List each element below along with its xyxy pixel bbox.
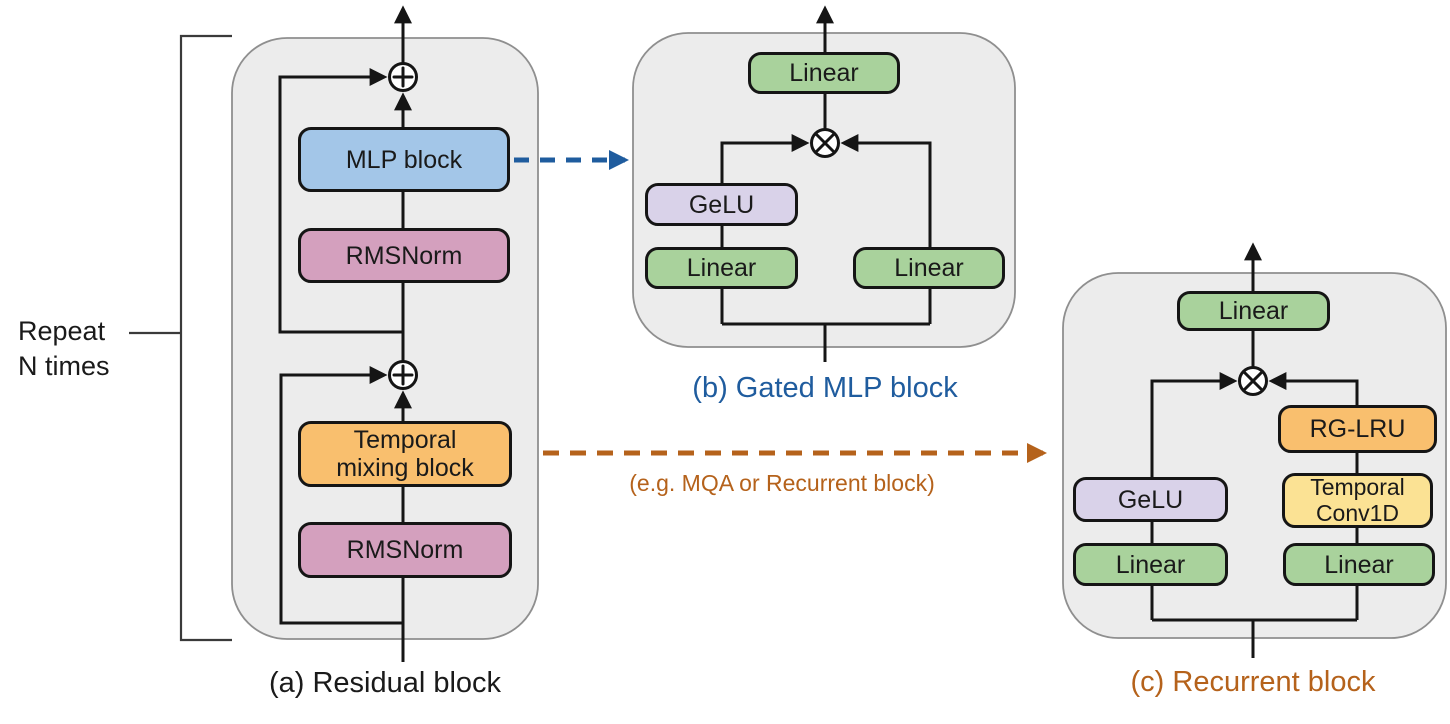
multiply-icon: [810, 128, 840, 158]
temporal-mixing-block-node: Temporal mixing block: [298, 421, 512, 487]
residual-block-caption: (a) Residual block: [268, 667, 502, 699]
temporal-conv1d-node: Temporal Conv1D: [1282, 473, 1433, 528]
recurrent-block-wires: [1150, 242, 1359, 658]
multiply-icon: [1238, 366, 1268, 396]
recurrent-block-caption: (c) Recurrent block: [1130, 666, 1376, 698]
gated-mlp-block-wires: [720, 5, 932, 362]
rmsnorm-lower-node: RMSNorm: [298, 522, 512, 578]
rg-lru-node: RG-LRU: [1278, 405, 1437, 453]
gated-mlp-linear-left-node: Linear: [645, 247, 798, 289]
add-icon: [388, 62, 418, 92]
add-icon: [388, 360, 418, 390]
recurrent-gelu-node: GeLU: [1073, 477, 1228, 522]
repeat-n-times-label: Repeat N times: [18, 316, 110, 382]
repeat-bracket: [179, 34, 232, 642]
recurrent-linear-out-node: Linear: [1177, 291, 1330, 331]
gated-mlp-block-caption: (b) Gated MLP block: [692, 372, 958, 404]
residual-block-wires: [278, 5, 418, 662]
recurrent-linear-left-node: Linear: [1073, 543, 1228, 586]
temporal-note-label: (e.g. MQA or Recurrent block): [629, 470, 935, 496]
gated-mlp-linear-right-node: Linear: [853, 247, 1005, 289]
rmsnorm-upper-node: RMSNorm: [298, 228, 510, 283]
gated-mlp-gelu-node: GeLU: [645, 183, 798, 226]
gated-mlp-linear-out-node: Linear: [748, 52, 900, 94]
mlp-block-node: MLP block: [298, 127, 510, 192]
recurrent-linear-right-node: Linear: [1283, 543, 1435, 586]
